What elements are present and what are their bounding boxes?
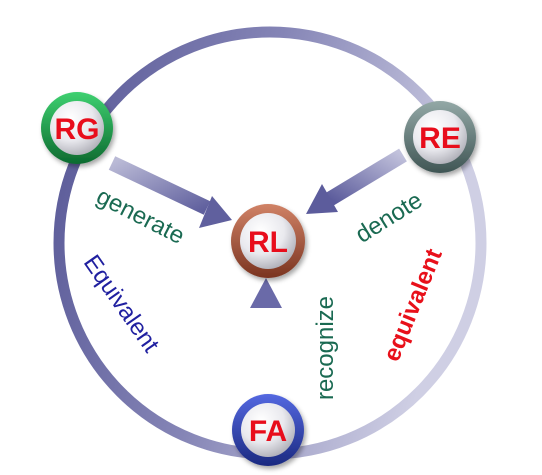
node-re-label: RE [419,122,461,155]
arrow-re-to-rl [306,148,407,214]
edge-label-recognize: recognize [312,296,339,400]
edge-label-denote: denote [351,187,428,249]
edge-label-equivalent-left: Equivalent [78,250,165,358]
node-rl: RL [231,204,305,278]
node-rg-label: RG [55,113,100,146]
arrow-fa-to-rl [250,278,282,390]
node-fa: FA [232,394,304,466]
node-rl-label: RL [248,226,288,259]
edge-label-equivalent-right: equivalent [378,245,448,365]
node-re: RE [404,101,476,173]
arrow-rg-to-rl [108,156,232,228]
node-rg: RG [41,92,113,164]
node-fa-label: FA [249,415,287,448]
